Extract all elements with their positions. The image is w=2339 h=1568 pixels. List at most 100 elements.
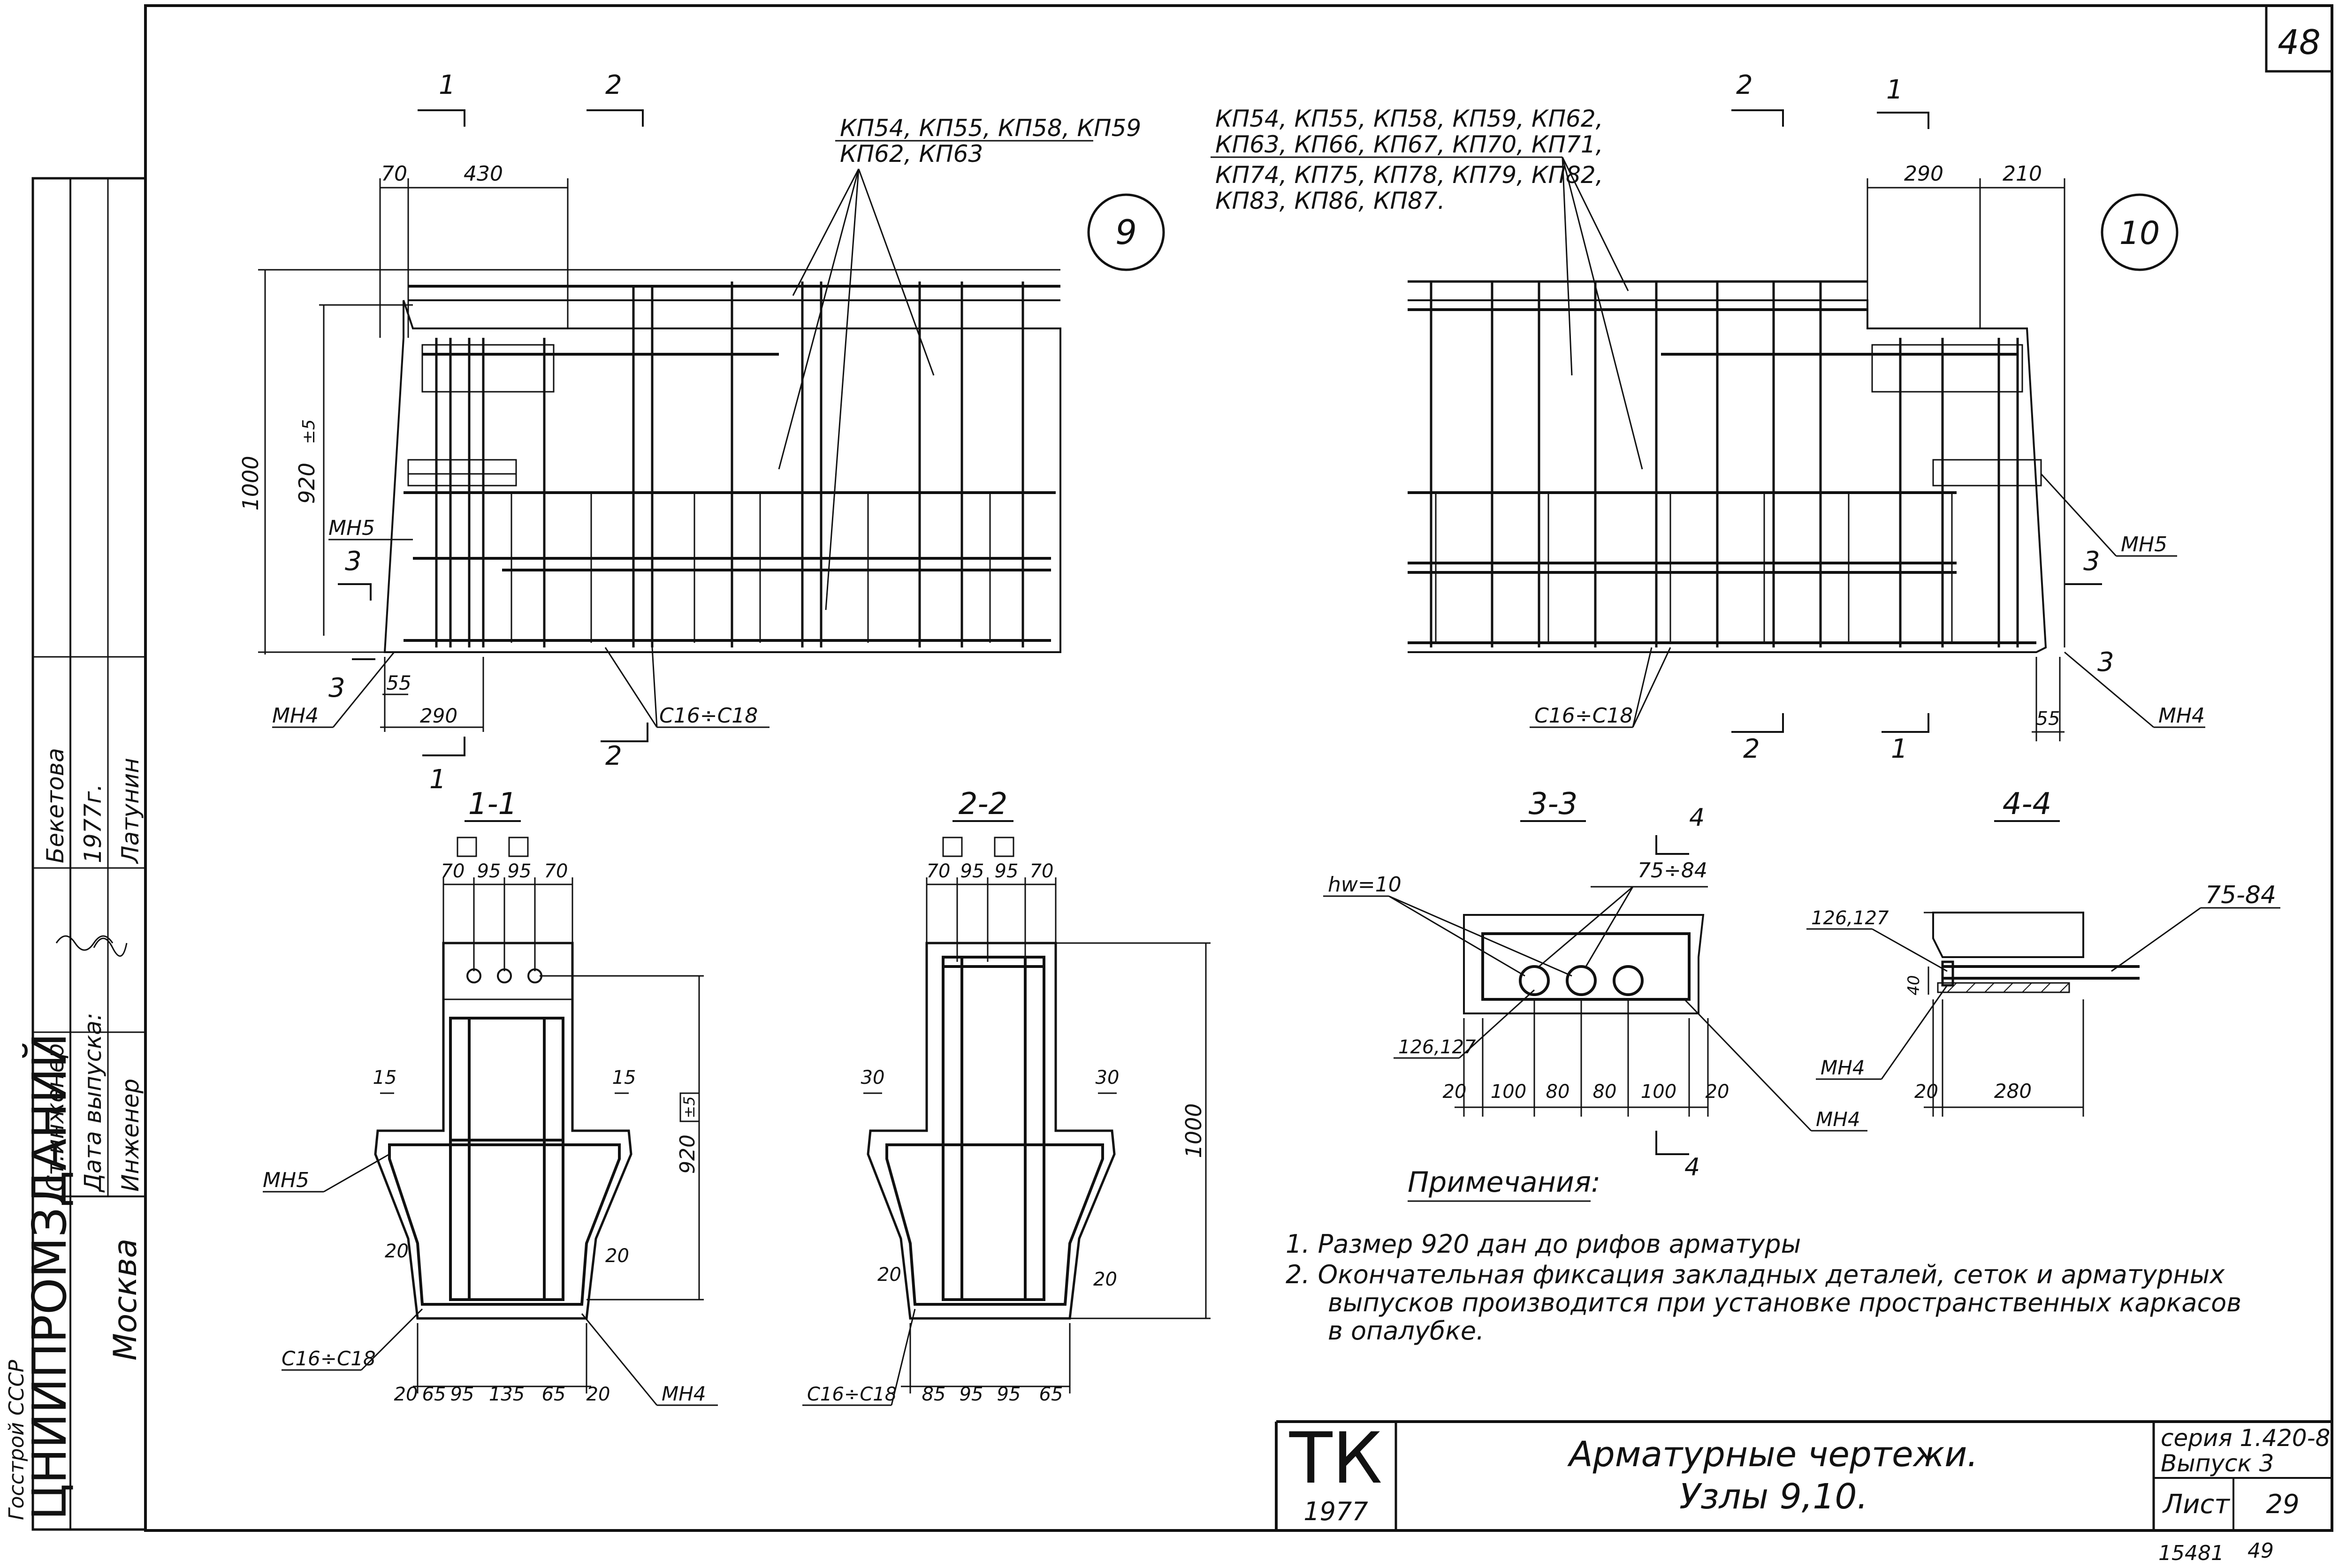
title-series: серия 1.420-8 [2161, 1424, 2330, 1452]
node9-dim-920: 920 [294, 463, 320, 504]
section33-cut4-top: 4 [1689, 804, 1705, 832]
node10-cut1-top: 1 [1886, 75, 1903, 105]
org-city: Москва [107, 1239, 144, 1361]
section33-bottom-dim-3: 80 [1546, 1081, 1570, 1103]
node10-callout-line4: КП83, КП86, КП87. [1215, 187, 1445, 214]
archive-number: 15481 [2158, 1541, 2224, 1565]
node10-dim-290: 290 [1904, 162, 1943, 186]
section11-top-dim-4: 70 [544, 860, 568, 882]
section11-dimensions [380, 837, 704, 1393]
node10-callout-line3: КП74, КП75, КП78, КП79, КП82, [1215, 161, 1603, 189]
note-2-line1: 2. Окончательная фиксация закладных дета… [1286, 1260, 2225, 1289]
section-4-4: 4-4 126,127 75-84 40 МН [1806, 787, 2280, 1117]
note-2-line3: в опалубке. [1328, 1316, 1484, 1346]
node10-mn5: МН5 [2121, 533, 2167, 556]
node10-cut2-bottom: 2 [1743, 734, 1760, 764]
section11-bottom-dim-3: 95 [450, 1384, 474, 1405]
node9-cut1-top: 1 [439, 70, 456, 100]
section11-title: 1-1 [468, 787, 518, 822]
section11-bottom-dim-1: 20 [394, 1384, 418, 1405]
node10-c16: С16÷С18 [1534, 704, 1633, 728]
section33-mn4: МН4 [1816, 1108, 1860, 1131]
node9-marker [1087, 193, 1165, 271]
node9-cut3-bottom: 3 [328, 673, 345, 703]
stamp-row-engineer: Инженер [117, 1079, 144, 1192]
node9-dim-430: 430 [464, 162, 503, 186]
section11-top-dim-1: 70 [441, 860, 465, 882]
section11-tol: ±5 [680, 1096, 698, 1118]
section11-bottom-dim-2: 65 [422, 1384, 446, 1405]
signature-1 [55, 935, 114, 951]
section44-outline [1932, 912, 2084, 958]
title-issue: Выпуск 3 [2161, 1450, 2274, 1477]
section44-hatch [1947, 982, 2070, 993]
sheet-label: Лист [2162, 1489, 2230, 1520]
stamp-row-senior: Ст.инженер [42, 1043, 69, 1192]
section11-bottom-dim-4: 135 [489, 1384, 525, 1405]
node9-dim-290: 290 [420, 704, 457, 727]
section22-top-dim-1: 70 [927, 860, 951, 882]
section-2-2: 2-2 70 95 9 [802, 787, 1211, 1406]
node10-label: 10 [2119, 215, 2160, 252]
side-stamp: ЦНИИПРОМЗДАНИЙ Москва Госстрой СССР Дата… [5, 177, 147, 1531]
node9-dim-70: 70 [381, 162, 407, 186]
notes: Примечания: 1. Размер 920 дан до рифов а… [1286, 1166, 2241, 1346]
section-3-3: 3-3 4 4 hw=10 75÷84 126,127 [1323, 787, 1867, 1181]
title-line1: Арматурные чертежи. [1567, 1434, 1978, 1475]
title-line2: Узлы 9,10. [1679, 1477, 1868, 1517]
node9-callout-line1: КП54, КП55, КП58, КП59 [840, 114, 1141, 142]
node9-stirrups [435, 282, 1024, 647]
section11-d20-left: 20 [385, 1241, 409, 1262]
stamp-row-date: Дата выпуска: [79, 1012, 107, 1193]
section44-mn4: МН4 [1821, 1056, 1865, 1079]
node10-cut2-top: 2 [1736, 70, 1753, 100]
section44-d40: 40 [1905, 975, 1923, 995]
section22-bottom-dim-2: 95 [960, 1384, 983, 1405]
section11-side15-left: 15 [373, 1067, 397, 1088]
section22-top-dim-4: 70 [1030, 860, 1054, 882]
section11-top-dim-3: 95 [508, 860, 532, 882]
title-year: 1977 [1303, 1497, 1368, 1526]
node9-c16: С16÷С18 [659, 704, 758, 728]
section22-outline [867, 942, 1116, 1320]
title-block: ТК 1977 Арматурные чертежи. Узлы 9,10. с… [1275, 1418, 2332, 1530]
node10-stirrups [1430, 282, 2019, 647]
node9-mn5: МН5 [328, 516, 375, 540]
node9-beam-outline [383, 300, 1061, 653]
node-10: 290 210 55 МН5 МН4 С16÷С18 КП54, КП55, К… [1211, 70, 2205, 764]
node9-dim-55: 55 [386, 671, 411, 694]
section11-cage [388, 1017, 621, 1306]
node10-longitudinal-bars [1408, 308, 2036, 644]
bottom-page-number: 49 [2248, 1539, 2274, 1563]
section44-d7584: 75-84 [2205, 881, 2276, 909]
node10-dim-55: 55 [2036, 708, 2060, 730]
section11-dim-920: 920 [676, 1134, 700, 1174]
note-1: 1. Размер 920 дан до рифов арматуры [1286, 1229, 1801, 1259]
section11-mn5: МН5 [263, 1168, 309, 1192]
section33-bottom-dim-4: 80 [1593, 1081, 1617, 1103]
org-prefix: Госстрой СССР [5, 1360, 29, 1520]
section11-mn4: МН4 [662, 1382, 706, 1405]
section22-bottom-dim-1: 85 [922, 1384, 946, 1405]
section22-title: 2-2 [959, 787, 1008, 822]
section33-bottom-dim-5: 100 [1641, 1081, 1676, 1103]
section33-dimensions [1455, 886, 1709, 1117]
section11-bottom-dim-5: 65 [542, 1384, 566, 1405]
node9-callout-line2: КП62, КП63 [840, 140, 983, 167]
section22-bottom-dim-4: 65 [1039, 1384, 1063, 1405]
section33-d7584: 75÷84 [1638, 859, 1707, 883]
section44-dimensions [1924, 912, 2084, 1117]
node10-marker [2101, 193, 2179, 271]
node9-mn4: МН4 [272, 704, 319, 728]
section22-cage [885, 956, 1104, 1306]
node10-dimensions [1867, 178, 2065, 741]
page-number: 48 [2278, 23, 2321, 62]
section33-bottom-dim-6: 20 [1706, 1081, 1729, 1103]
node9-mesh [407, 344, 991, 643]
section22-side30-right: 30 [1096, 1067, 1120, 1088]
node9-dim-1000: 1000 [238, 456, 263, 510]
section33-bottom-dim-2: 100 [1491, 1081, 1526, 1103]
section22-top-dim-2: 95 [960, 860, 984, 882]
node-9: 70 430 1000 920 ±5 55 290 МН5 МН4 С16÷С1… [238, 70, 1165, 795]
section11-c16: С16÷С18 [282, 1347, 376, 1370]
